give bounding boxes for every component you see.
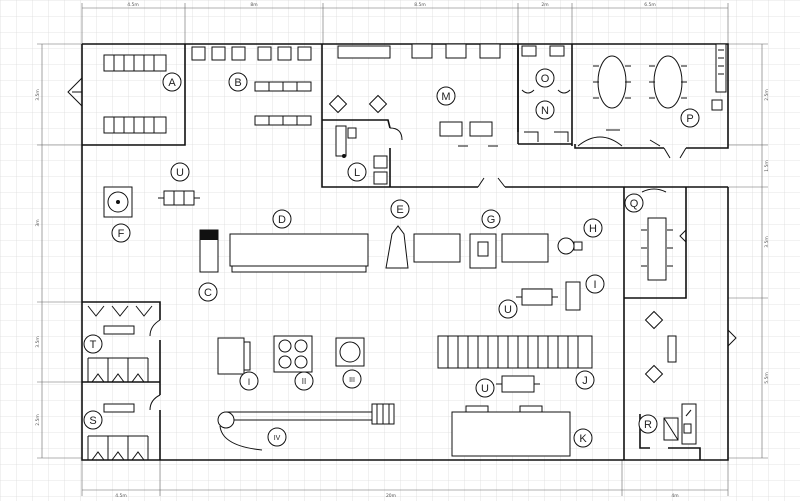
zone-l-furniture — [335, 125, 388, 185]
zone-s-furniture — [87, 403, 149, 461]
label-zone-i: I — [593, 279, 596, 291]
dim-top-3: 8.5m — [414, 2, 426, 8]
zone-j-rack — [437, 335, 593, 369]
door-corridor — [477, 177, 506, 188]
door-l-room — [389, 127, 403, 141]
door-q-room — [641, 188, 667, 193]
label-zone-u-1: U — [176, 167, 184, 179]
dim-right-2: 1.5m — [764, 160, 770, 172]
label-zone-o: O — [541, 73, 550, 85]
dim-top-1: 4.5m — [127, 2, 139, 8]
zone-r-furniture — [644, 310, 697, 445]
dim-top-5: 6.5m — [644, 2, 656, 8]
dimension-lines — [37, 3, 768, 496]
dim-right-1: 2.5m — [764, 89, 770, 101]
label-roman-i: I — [248, 377, 251, 387]
dim-left-4: 2.5m — [35, 414, 41, 426]
door-t-room — [149, 319, 161, 337]
label-zone-q: Q — [630, 198, 639, 210]
label-zone-m: M — [441, 91, 450, 103]
zone-labels: A B C D E F G H I J K L M N O P Q R S — [83, 68, 700, 448]
zone-e-press — [385, 225, 409, 269]
zone-no-fixtures — [521, 45, 571, 142]
dim-bottom-2: 20m — [386, 493, 396, 499]
walls — [81, 43, 729, 461]
u-cart-1 — [158, 190, 200, 206]
door-left-a — [67, 77, 83, 107]
label-zone-f: F — [118, 228, 125, 240]
zone-m-furniture — [328, 43, 501, 137]
zone-d-conveyor — [229, 233, 369, 273]
roman-ii-stove — [273, 335, 313, 373]
u-cart-2 — [516, 281, 581, 311]
dim-top-2: 8m — [250, 2, 257, 8]
label-zone-n: N — [541, 105, 549, 117]
roman-iv-pipeline — [217, 403, 395, 451]
zone-g-line — [413, 233, 583, 269]
door-right — [727, 329, 737, 347]
dim-right-3: 3.5m — [764, 236, 770, 248]
dim-top-4: 2m — [541, 2, 548, 8]
dim-left-3: 3.5m — [35, 336, 41, 348]
dim-bottom-1: 4.5m — [115, 493, 127, 499]
zone-p-furniture — [577, 43, 727, 147]
label-zone-k: K — [579, 433, 587, 445]
zone-c-unit — [199, 229, 219, 273]
label-zone-t: T — [90, 339, 97, 351]
label-zone-a: A — [168, 77, 176, 89]
roman-i-machine — [217, 337, 251, 375]
zone-t-furniture — [87, 305, 153, 383]
label-zone-g: G — [487, 214, 496, 226]
zone-q-furniture — [641, 217, 687, 281]
label-zone-h: H — [589, 223, 597, 235]
label-zone-d: D — [278, 214, 286, 226]
roman-iii-tank — [335, 337, 365, 367]
label-zone-b: B — [234, 77, 241, 89]
label-roman-iv: IV — [274, 435, 281, 442]
zone-a-racks — [103, 54, 167, 134]
dimension-labels: 4.5m 8m 8.5m 2m 6.5m 4.5m 20m 4m 3.5m 3m… — [35, 2, 770, 499]
label-zone-l: L — [354, 167, 360, 179]
dim-left-1: 3.5m — [35, 89, 41, 101]
label-zone-r: R — [644, 419, 652, 431]
label-roman-ii: II — [302, 377, 306, 386]
label-zone-u-3: U — [481, 383, 489, 395]
zone-b-furniture — [191, 46, 312, 126]
door-s-room — [149, 394, 161, 411]
zone-k-bench — [451, 405, 571, 457]
u-cart-3 — [496, 375, 540, 393]
label-zone-c: C — [204, 287, 212, 299]
dim-right-4: 5.5m — [764, 372, 770, 384]
zone-f-equipment — [103, 186, 133, 218]
label-zone-j: J — [582, 375, 588, 387]
label-zone-u-2: U — [504, 304, 512, 316]
doors — [67, 77, 737, 411]
dim-bottom-3: 4m — [671, 493, 678, 499]
door-p-room — [663, 147, 687, 159]
dim-left-2: 3m — [35, 219, 41, 226]
label-zone-p: P — [686, 113, 693, 125]
label-zone-e: E — [396, 204, 403, 216]
label-zone-s: S — [89, 415, 96, 427]
label-roman-iii: III — [349, 377, 355, 384]
